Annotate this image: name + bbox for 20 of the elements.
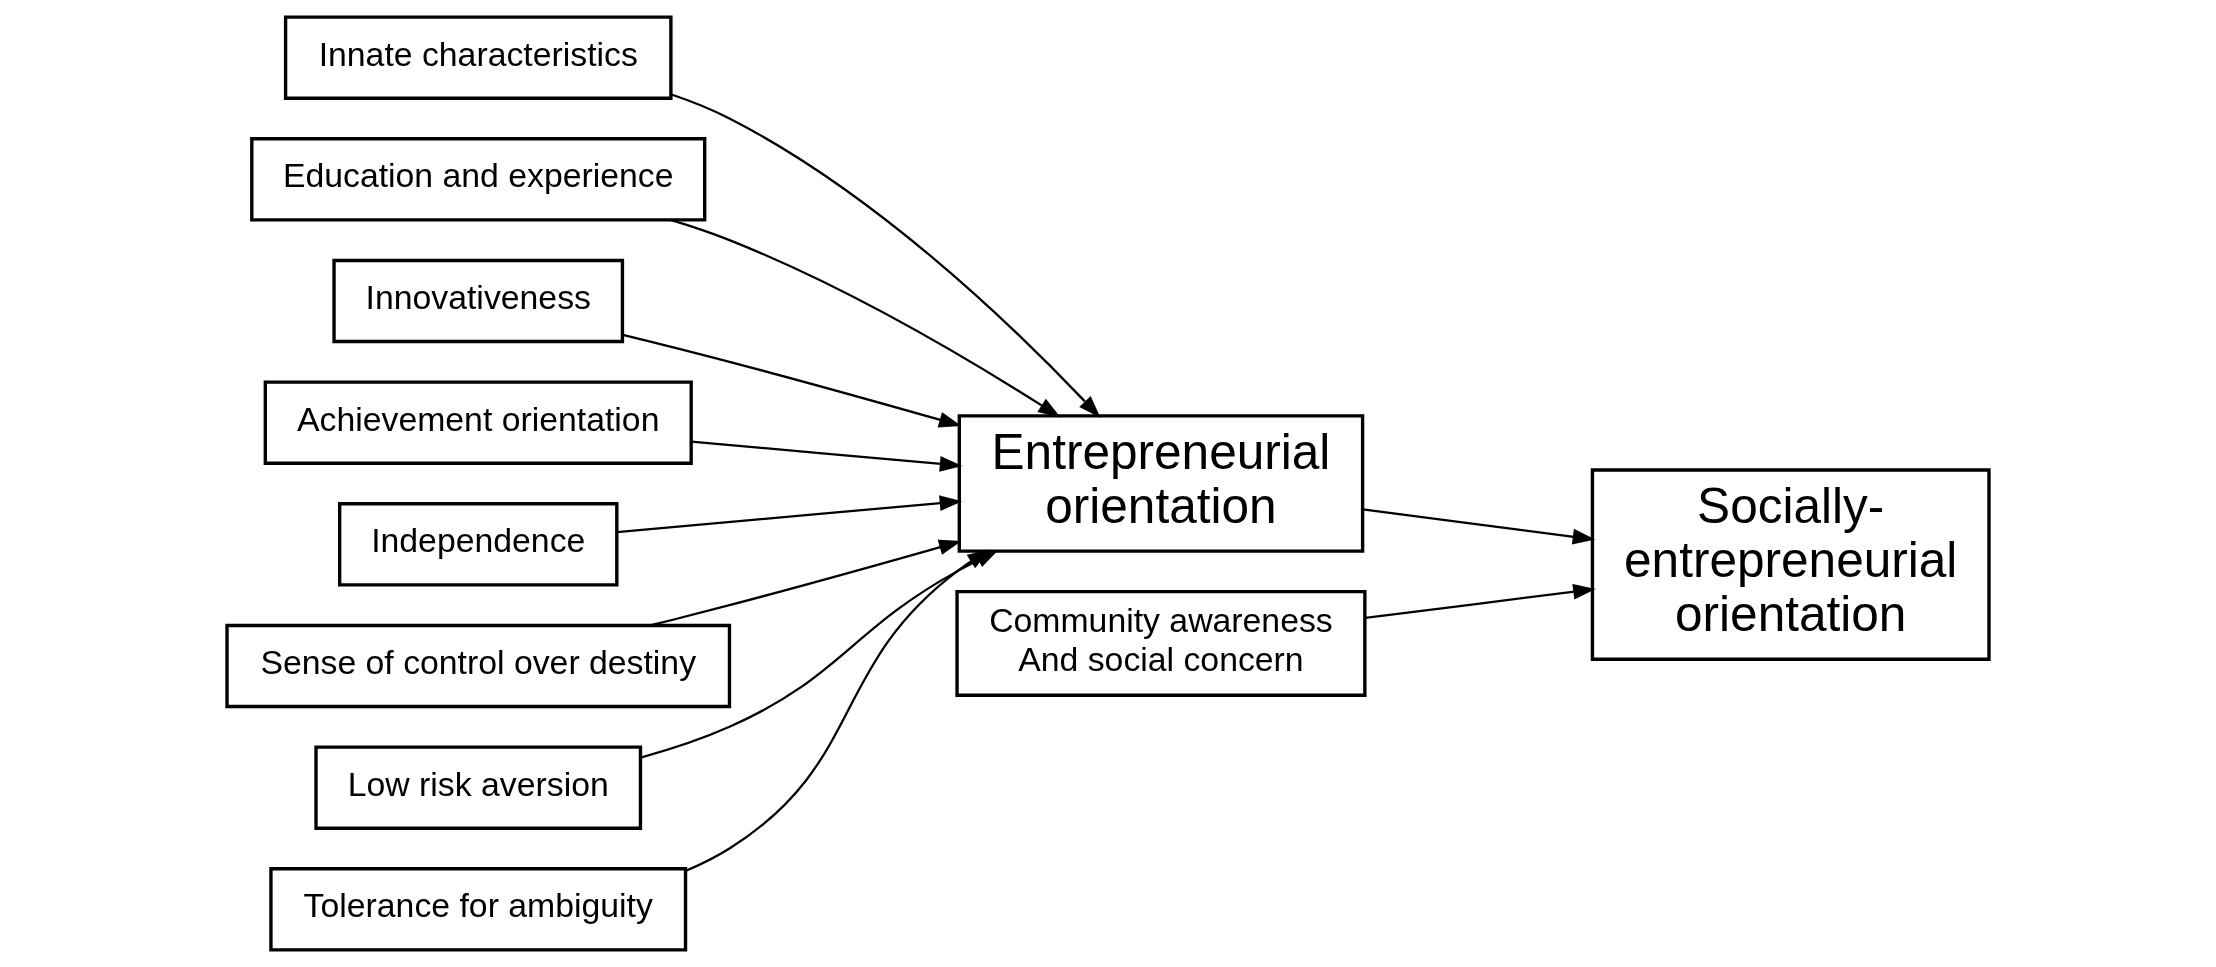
node-box: Low risk aversion — [314, 745, 643, 830]
arrow — [1362, 508, 1596, 545]
arrow — [649, 539, 962, 627]
node-box: Independence — [338, 502, 619, 587]
node-box: Entrepreneurial orientation — [957, 414, 1365, 553]
arrow — [670, 218, 1061, 418]
node-box: Education and experience — [250, 137, 707, 222]
arrow — [671, 93, 1101, 418]
node-box: Innate characteristics — [283, 15, 673, 100]
node-box: Achievement orientation — [263, 380, 693, 465]
node-box: Innovativeness — [332, 258, 625, 344]
node-box: Socially-entrepreneurial orientation — [1590, 468, 1991, 661]
node-box: Community awareness And social concern — [955, 589, 1367, 697]
arrow — [685, 549, 990, 872]
node-box: Tolerance for ambiguity — [269, 867, 688, 952]
arrow — [691, 440, 963, 472]
arrow — [1365, 583, 1596, 620]
node-box: Sense of control over destiny — [225, 623, 732, 709]
arrow — [622, 333, 962, 428]
arrow — [616, 495, 963, 534]
